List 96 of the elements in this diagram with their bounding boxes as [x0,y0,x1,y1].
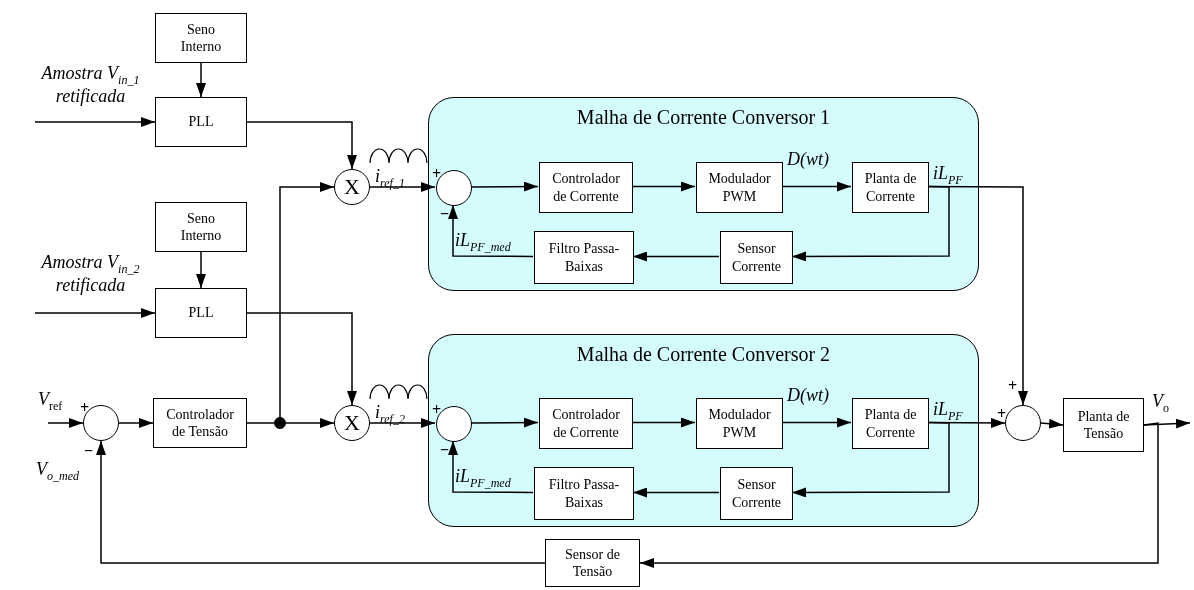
arrow [34,117,156,127]
panel-title: Malha de Corrente Conversor 2 [575,343,832,366]
arrow [631,181,696,192]
sign-label: + [432,402,442,418]
arrow [448,204,534,258]
summing-junction [1005,405,1041,441]
signal-label: Amostra V$_{in_2}$ retificada [39,253,141,296]
block-label: Controlador de Tensão [165,405,235,441]
block-label: Sensor de Tensão [564,545,621,581]
multiplier-circle [334,405,370,441]
block-label: Modulador PWM [707,170,772,205]
arrow [1143,418,1191,429]
signal-label: D(wt) [787,386,829,406]
sign-label: + [997,406,1007,422]
arrow [632,487,720,498]
signal-label: iL$_{PF}$ [933,164,963,187]
process-box [534,231,634,284]
arrow [369,182,436,192]
junction-dot [274,417,286,429]
process-box [155,202,247,252]
arrow [470,181,539,192]
process-box [534,467,634,520]
block-label: Sensor Corrente [731,476,782,511]
block-label: Filtro Passa-Baixas [547,240,621,275]
signal-label: i$_{ref_1}$ [375,167,405,190]
process-box [852,398,929,449]
signal-label: i$_{ref_2}$ [375,403,405,426]
process-box [696,162,783,213]
signal-label: iL$_{PF}$ [933,400,963,423]
connector-line [246,422,275,424]
process-box [1063,398,1144,452]
arrow [632,251,720,262]
process-box [720,231,793,284]
signal-label: V$_{o}$ [1152,392,1169,415]
block-label: Controlador de Corrente [551,170,621,205]
sign-label: − [84,443,94,459]
block-label: Planta de Corrente [863,170,918,205]
process-box [852,162,929,213]
arrow [791,421,950,498]
multiplier-label: X [344,412,360,434]
signal-label: V$_{o_med}$ [36,460,79,483]
process-box [696,398,783,449]
panel-title: Malha de Corrente Conversor 1 [575,106,832,129]
process-box [153,398,247,448]
sign-label: − [440,206,450,222]
signal-label: V$_{ref}$ [38,390,63,413]
process-box [545,539,640,587]
block-label: Seno Interno [179,20,223,56]
block-label: Planta de Tensão [1076,407,1131,443]
signal-label: iL$_{PF_med}$ [455,467,511,490]
sign-label: + [80,400,90,416]
block-label: Modulador PWM [707,406,772,441]
arrow [246,121,357,170]
process-box [155,13,247,63]
sign-label: − [440,442,450,458]
sign-label: + [432,166,442,182]
signal-label: D(wt) [787,150,829,170]
arrow [369,418,436,428]
process-box [155,97,247,147]
block-label: PLL [188,113,214,131]
arrow [448,440,534,494]
arrow [196,251,206,289]
arrow [781,417,852,428]
arrow [118,418,154,428]
arrow [246,312,357,406]
arrow [470,417,539,428]
process-box [720,467,793,520]
arrow [34,308,156,318]
block-label: Seno Interno [179,209,223,245]
multiplier-circle [334,169,370,205]
block-label: Sensor Corrente [731,240,782,275]
signal-label: iL$_{PF_med}$ [455,231,511,254]
process-box [155,288,247,338]
arrow [927,417,1006,428]
arrow [631,417,696,428]
arrow [639,422,1159,568]
block-label: Filtro Passa-Baixas [547,476,621,511]
process-box [539,398,633,449]
arrow [781,181,852,192]
arrow [791,185,950,262]
block-label: Controlador de Corrente [551,406,621,441]
arrow [279,182,335,418]
arrow [47,418,84,428]
multiplier-label: X [344,176,360,198]
signal-label: Amostra V$_{in_1}$ retificada [39,64,141,107]
arrow [1040,418,1064,429]
arrow [927,185,1028,406]
loop-panel [428,334,979,527]
block-label: Planta de Corrente [863,406,918,441]
arrow [96,440,546,564]
block-label: PLL [188,304,214,322]
process-box [539,162,633,213]
loop-panel [428,97,979,291]
arrow [285,418,335,428]
sign-label: + [1008,378,1018,394]
arrow [196,62,206,98]
